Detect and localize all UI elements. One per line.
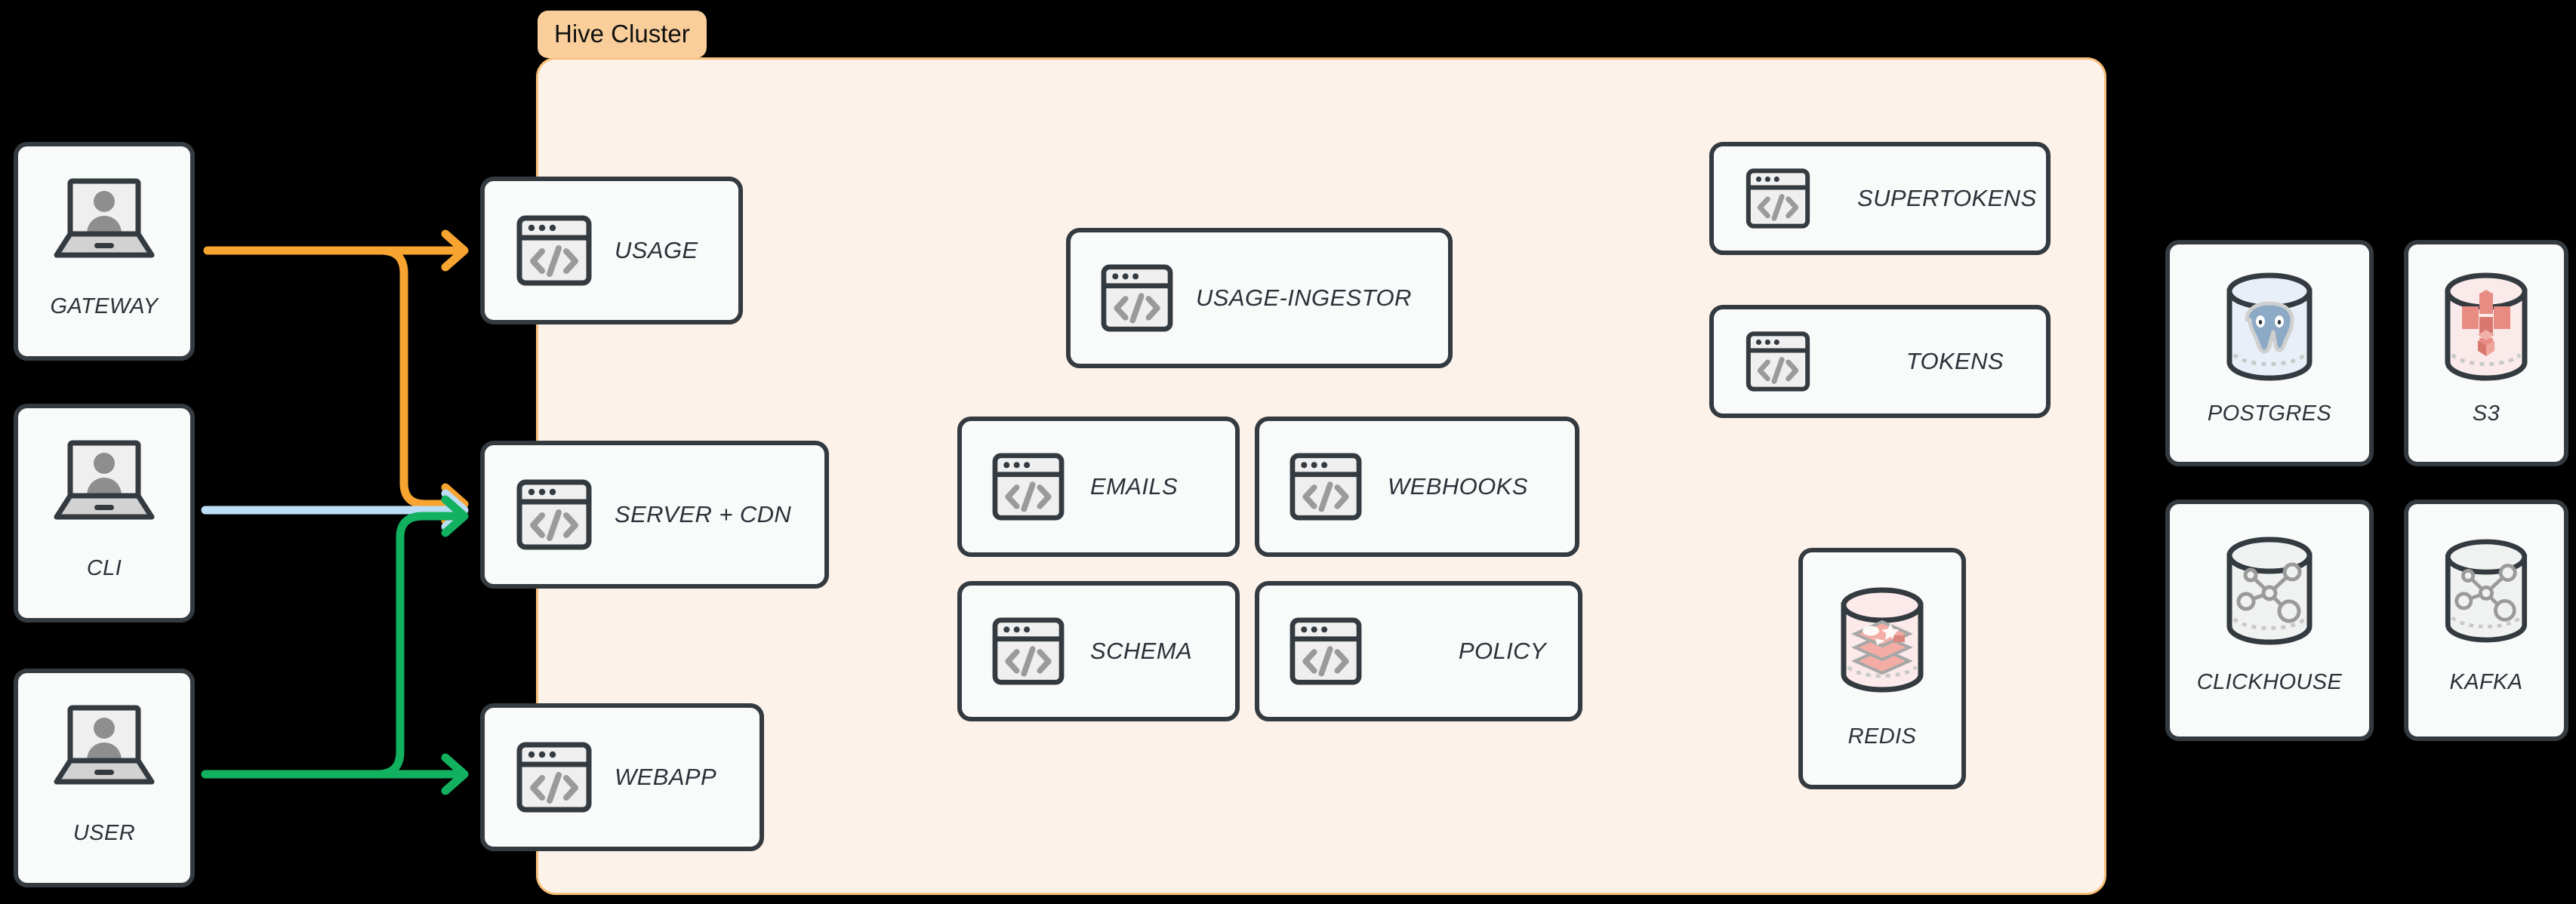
redis-cylinder-icon — [1833, 583, 1931, 697]
actor-card-user[interactable]: USER — [14, 669, 195, 887]
service-label-schema: SCHEMA — [1090, 638, 1193, 664]
service-card-policy[interactable]: POLICY — [1255, 581, 1582, 721]
service-label-emails: EMAILS — [1090, 473, 1179, 500]
service-label-tokens: TOKENS — [1906, 348, 2004, 374]
actor-label-gateway: GATEWAY — [50, 294, 159, 318]
code-window-icon — [992, 453, 1065, 521]
edge-gateway-branch-down — [203, 246, 469, 525]
edge-user-server-cdn — [201, 495, 469, 779]
service-card-webhooks[interactable]: WEBHOOKS — [1255, 417, 1579, 557]
datastore-card-postgres[interactable]: POSTGRES — [2165, 240, 2374, 466]
service-card-supertokens[interactable]: SUPERTOKENS — [1709, 142, 2051, 255]
network-cylinder-icon — [2436, 531, 2536, 650]
laptop-user-icon — [48, 703, 161, 792]
service-card-schema[interactable]: SCHEMA — [957, 581, 1240, 721]
code-window-icon — [516, 742, 592, 813]
service-label-supertokens: SUPERTOKENS — [1857, 185, 2037, 211]
datastore-label-s3: S3 — [2472, 401, 2501, 426]
datastore-label-postgres: POSTGRES — [2207, 401, 2332, 426]
actor-card-cli[interactable]: CLI — [14, 404, 195, 623]
edge-user-webapp — [201, 753, 469, 795]
service-label-usage-ingestor: USAGE-INGESTOR — [1196, 284, 1412, 311]
postgres-cylinder-icon — [2217, 267, 2322, 386]
service-label-policy: POLICY — [1458, 638, 1546, 664]
datastore-label-redis: REDIS — [1847, 724, 1917, 749]
service-card-usage-ingestor[interactable]: USAGE-INGESTOR — [1066, 228, 1453, 368]
edge-cli-server-cdn — [201, 489, 469, 531]
datastore-card-redis[interactable]: REDIS — [1798, 548, 1966, 789]
code-window-icon — [516, 479, 592, 550]
code-window-icon — [1746, 168, 1810, 229]
service-card-server-cdn[interactable]: SERVER + CDN — [480, 441, 829, 589]
service-card-usage[interactable]: USAGE — [480, 177, 743, 324]
code-window-icon — [1101, 264, 1173, 332]
datastore-label-kafka: KAFKA — [2449, 670, 2523, 694]
code-window-icon — [1746, 331, 1810, 392]
service-label-webapp: WEBAPP — [615, 764, 717, 790]
service-label-webhooks: WEBHOOKS — [1388, 473, 1528, 500]
service-card-emails[interactable]: EMAILS — [957, 417, 1240, 557]
service-label-usage: USAGE — [615, 237, 698, 263]
code-window-icon — [1290, 453, 1362, 521]
code-window-icon — [516, 215, 592, 286]
datastore-card-kafka[interactable]: KAFKA — [2404, 500, 2568, 741]
laptop-user-icon — [48, 438, 161, 527]
laptop-user-icon — [48, 177, 161, 266]
hive-cluster-badge: Hive Cluster — [538, 11, 707, 58]
code-window-icon — [992, 617, 1065, 685]
edge-gateway-to-usage-arrow — [418, 229, 469, 272]
service-label-server-cdn: SERVER + CDN — [615, 501, 792, 527]
datastore-card-s3[interactable]: S3 — [2404, 240, 2568, 466]
actor-label-user: USER — [72, 821, 136, 845]
code-window-icon — [1290, 617, 1362, 685]
service-card-tokens[interactable]: TOKENS — [1709, 305, 2051, 418]
service-card-webapp[interactable]: WEBAPP — [480, 703, 764, 851]
network-cylinder-icon — [2217, 531, 2322, 650]
datastore-card-clickhouse[interactable]: CLICKHOUSE — [2165, 500, 2374, 741]
actor-label-cli: CLI — [86, 556, 122, 580]
s3-cylinder-icon — [2436, 267, 2536, 386]
actor-card-gateway[interactable]: GATEWAY — [14, 142, 195, 361]
datastore-label-clickhouse: CLICKHOUSE — [2196, 670, 2343, 694]
